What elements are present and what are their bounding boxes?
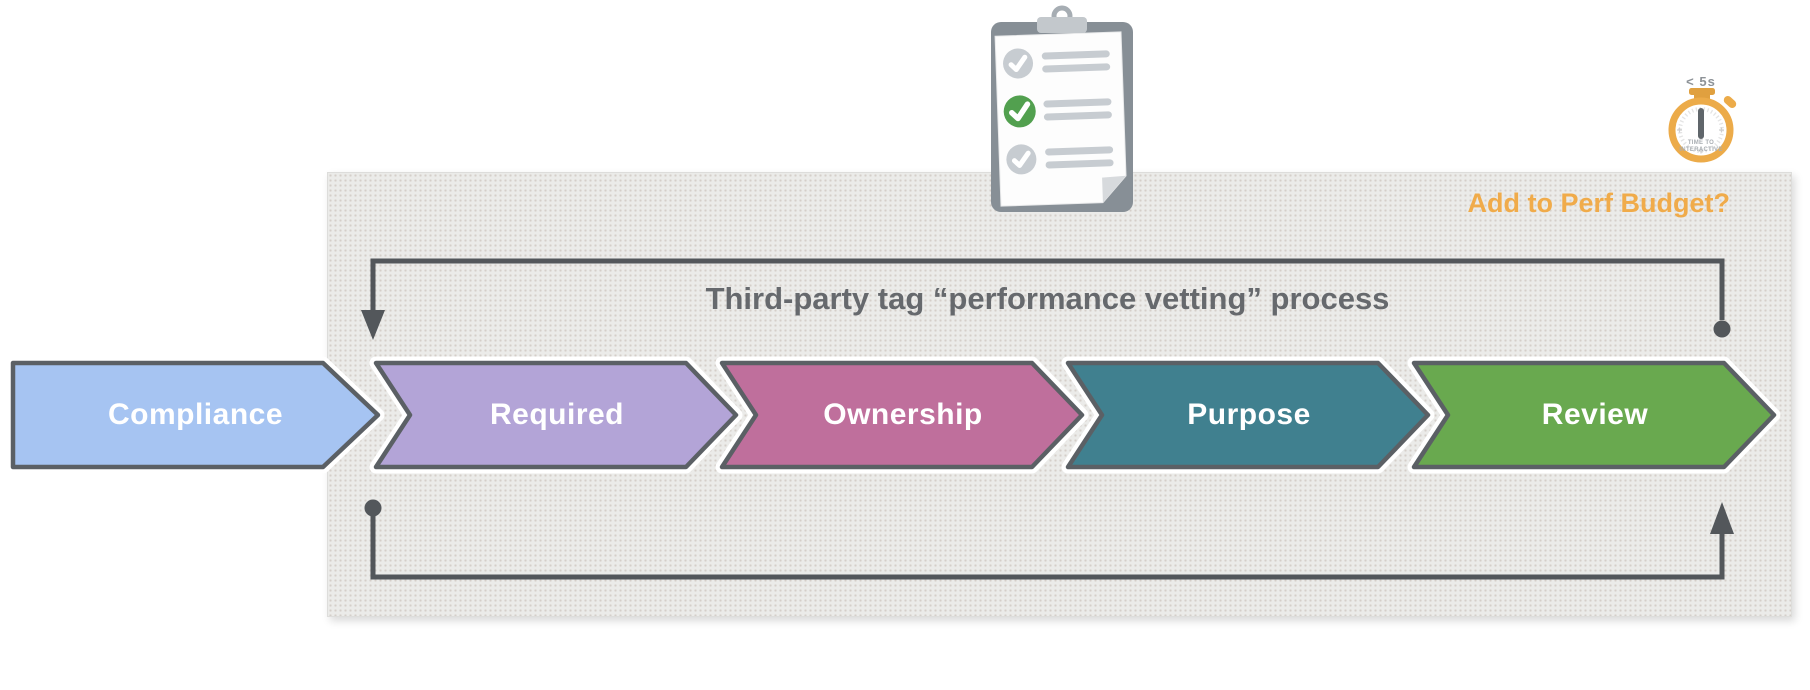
checklist-row-1 [1003,48,1111,79]
step-label-required: Required [489,398,625,431]
stopwatch-time-label: < 5s [1686,74,1716,89]
process-arrows [6,356,1781,474]
stopwatch-dial-marks [1677,127,1724,154]
stopwatch-dial-line1: TIME TO [1687,140,1715,146]
step-chevron-ownership [715,356,1089,474]
stopwatch-side-button [1723,95,1737,109]
bottom-loop-origin-dot [364,499,382,517]
stopwatch-icon [1668,88,1737,163]
stopwatch-dial-label: TIME TO INTERACTIVE [1664,140,1738,154]
top-loop-origin-dot [1713,320,1731,338]
bottom-loop-line [370,512,1725,580]
step-label-purpose: Purpose [1187,398,1311,431]
top-loop-arrowhead-icon [361,310,385,340]
perf-budget-question: Add to Perf Budget? [1467,188,1730,218]
checklist-row-3 [1006,144,1114,175]
top-loop-arrow [361,258,1731,340]
step-chevron-required [369,356,743,474]
top-loop-line [370,258,1725,320]
stopwatch-dial-line2: INTERACTIVE [1679,147,1723,153]
process-title: Third-party tag “performance vetting” pr… [705,281,1390,316]
bottom-loop-arrowhead-icon [1710,502,1734,534]
step-label-review: Review [1541,398,1649,431]
step-label-ownership: Ownership [823,398,983,431]
step-chevron-compliance [6,356,385,474]
step-chevron-review [1407,356,1781,474]
step-label-compliance: Compliance [107,398,284,431]
checklist-row-2 [1003,95,1112,128]
clipboard-paper [994,31,1127,207]
bottom-loop-arrow [364,499,1734,580]
clipboard-icon [991,5,1133,212]
paper-fold-corner [1102,175,1127,203]
step-chevron-purpose [1061,356,1435,474]
clipboard-clip [1037,17,1087,33]
